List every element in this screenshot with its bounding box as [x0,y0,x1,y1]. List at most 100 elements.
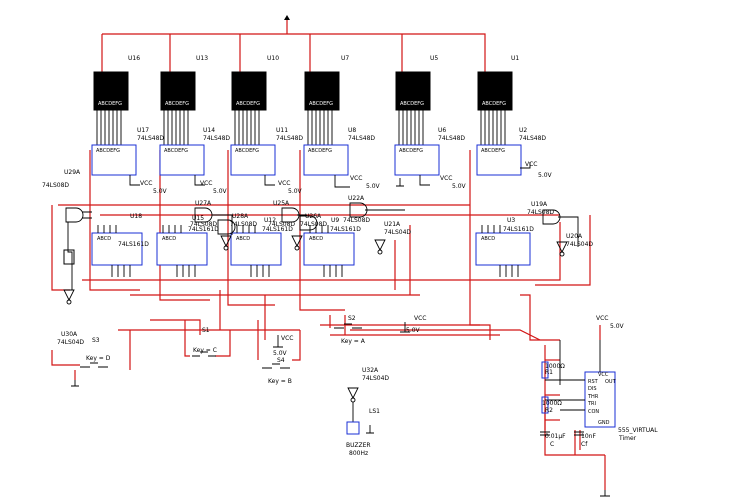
decoder-u17: ABCDEFG U17 74LS48D [91,127,164,176]
svg-text:ABCDEFG: ABCDEFG [400,101,424,107]
svg-text:74LS08D: 74LS08D [230,221,257,228]
counter-u18: ABCD U18 74LS161D [91,213,149,266]
decoder-u6: ABCDEFG U6 74LS48D [394,127,465,176]
svg-text:5.0V: 5.0V [153,188,168,195]
svg-text:ABCDEFG: ABCDEFG [98,101,122,107]
svg-text:U10: U10 [267,55,279,62]
svg-text:5.0V: 5.0V [366,183,381,190]
svg-text:U9: U9 [331,217,339,224]
svg-text:74LS08D: 74LS08D [300,221,327,228]
display-u10: ABCDEFG U10 [231,55,279,111]
control-wiring [63,209,579,290]
and-gate-u22a: U22A 74LS08D [343,195,370,224]
svg-text:74LS48D: 74LS48D [137,135,164,142]
svg-text:ABCD: ABCD [97,236,111,242]
decoder-u8: ABCDEFG U8 74LS48D [303,127,375,176]
buzzer-ls1: LS1 BUZZER 800Hz [346,402,380,457]
svg-text:VCC: VCC [200,180,212,187]
svg-text:ABCDEFG: ABCDEFG [96,148,120,154]
svg-text:TRI: TRI [587,401,596,407]
inverter-u23a [220,235,232,251]
svg-text:Key = D: Key = D [86,355,111,362]
svg-text:74LS161D: 74LS161D [503,226,534,233]
svg-text:U22A: U22A [348,195,365,202]
svg-text:S2: S2 [348,315,356,322]
decoder-u2: ABCDEFG U2 74LS48D [476,127,546,176]
svg-text:74LS04D: 74LS04D [362,375,389,382]
inverter-u32a: U32A 74LS04D [347,367,389,403]
svg-text:U14: U14 [203,127,215,134]
svg-text:ABCDEFG: ABCDEFG [235,148,259,154]
decoder-u14: ABCDEFG U14 74LS48D [159,127,230,176]
svg-text:ABCD: ABCD [481,236,495,242]
inverter-u30a: U30A 74LS04D [57,289,84,346]
svg-text:U19A: U19A [531,201,548,208]
svg-text:U26A: U26A [305,213,322,220]
and-gate-u19a: U19A 74LS08D [527,201,561,225]
svg-text:R2: R2 [545,407,553,414]
inverters: U30A 74LS04D U21A 74LS04D U20A 74LS04D U… [57,221,593,403]
switch-s4[interactable]: S4 Key = B [262,357,292,385]
svg-text:Timer: Timer [618,435,637,442]
svg-text:BUZZER: BUZZER [346,442,371,449]
decoder-row: ABCDEFG U17 74LS48D ABCDEFG U14 74LS48D … [91,127,546,176]
svg-text:74LS48D: 74LS48D [348,135,375,142]
svg-text:74LS08D: 74LS08D [42,182,69,189]
svg-text:U1: U1 [511,55,519,62]
switch-s3[interactable]: S3 Key = D [80,337,111,368]
svg-text:ABCDEFG: ABCDEFG [482,101,506,107]
svg-text:U25A: U25A [273,200,290,207]
svg-text:74LS48D: 74LS48D [276,135,303,142]
svg-text:U20A: U20A [566,233,583,240]
svg-text:VCC: VCC [350,175,362,182]
svg-text:THR: THR [587,394,599,400]
svg-text:ABCDEFG: ABCDEFG [164,148,188,154]
svg-text:U32A: U32A [362,367,379,374]
svg-text:R1: R1 [545,369,553,376]
svg-text:U13: U13 [196,55,208,62]
switch-s1[interactable]: S1 Key = C [192,327,217,357]
counter-u9: ABCD U9 74LS161D [303,217,361,266]
svg-text:74LS161D: 74LS161D [188,226,219,233]
svg-text:5.0V: 5.0V [538,172,553,179]
display-row: ABCDEFG U16 ABCDEFG U13 ABCDEFG U10 ABCD… [93,55,519,111]
svg-text:74LS08D: 74LS08D [268,221,295,228]
counter-u15: ABCD U15 74LS161D [156,215,219,266]
svg-text:5.0V: 5.0V [452,183,467,190]
display-u7: ABCDEFG U7 [304,55,349,111]
svg-text:OUT: OUT [605,379,617,385]
and-gate-u26a: U26A 74LS08D [299,213,327,231]
svg-text:ABCDEFG: ABCDEFG [165,101,189,107]
svg-text:RST: RST [588,379,599,385]
svg-text:U16: U16 [128,55,140,62]
svg-text:74LS48D: 74LS48D [438,135,465,142]
svg-text:5.0V: 5.0V [288,188,303,195]
svg-text:ABCD: ABCD [162,236,176,242]
svg-text:ABCD: ABCD [309,236,323,242]
svg-text:S1: S1 [202,327,210,334]
svg-text:74LS48D: 74LS48D [203,135,230,142]
svg-text:GND: GND [598,420,610,426]
svg-text:U8: U8 [348,127,356,134]
svg-text:VCC: VCC [525,161,537,168]
svg-text:U18: U18 [130,213,142,220]
svg-text:ABCDEFG: ABCDEFG [481,148,505,154]
and-gate-u25a: U25A 74LS08D [268,200,300,228]
svg-text:ABCDEFG: ABCDEFG [309,101,333,107]
svg-text:CON: CON [588,409,599,415]
svg-text:ABCDEFG: ABCDEFG [308,148,332,154]
svg-text:10nF: 10nF [581,433,596,440]
and-gate-u28a: U28A 74LS08D [217,213,257,235]
svg-text:Key = C: Key = C [193,347,217,354]
svg-text:74LS04D: 74LS04D [566,241,593,248]
switch-s2[interactable]: S2 Key = A [334,315,366,345]
svg-text:Key = B: Key = B [268,378,292,385]
svg-text:U6: U6 [438,127,446,134]
svg-text:74LS08D: 74LS08D [527,209,554,216]
inverter-u21a: U21A 74LS04D [374,221,411,255]
vcc-labels: VCC 5.0V VCC 5.0V VCC 5.0V VCC 5.0V VCC … [129,161,553,195]
svg-text:U12: U12 [264,217,276,224]
svg-text:S3: S3 [92,337,100,344]
svg-text:1000Ω: 1000Ω [542,400,562,407]
